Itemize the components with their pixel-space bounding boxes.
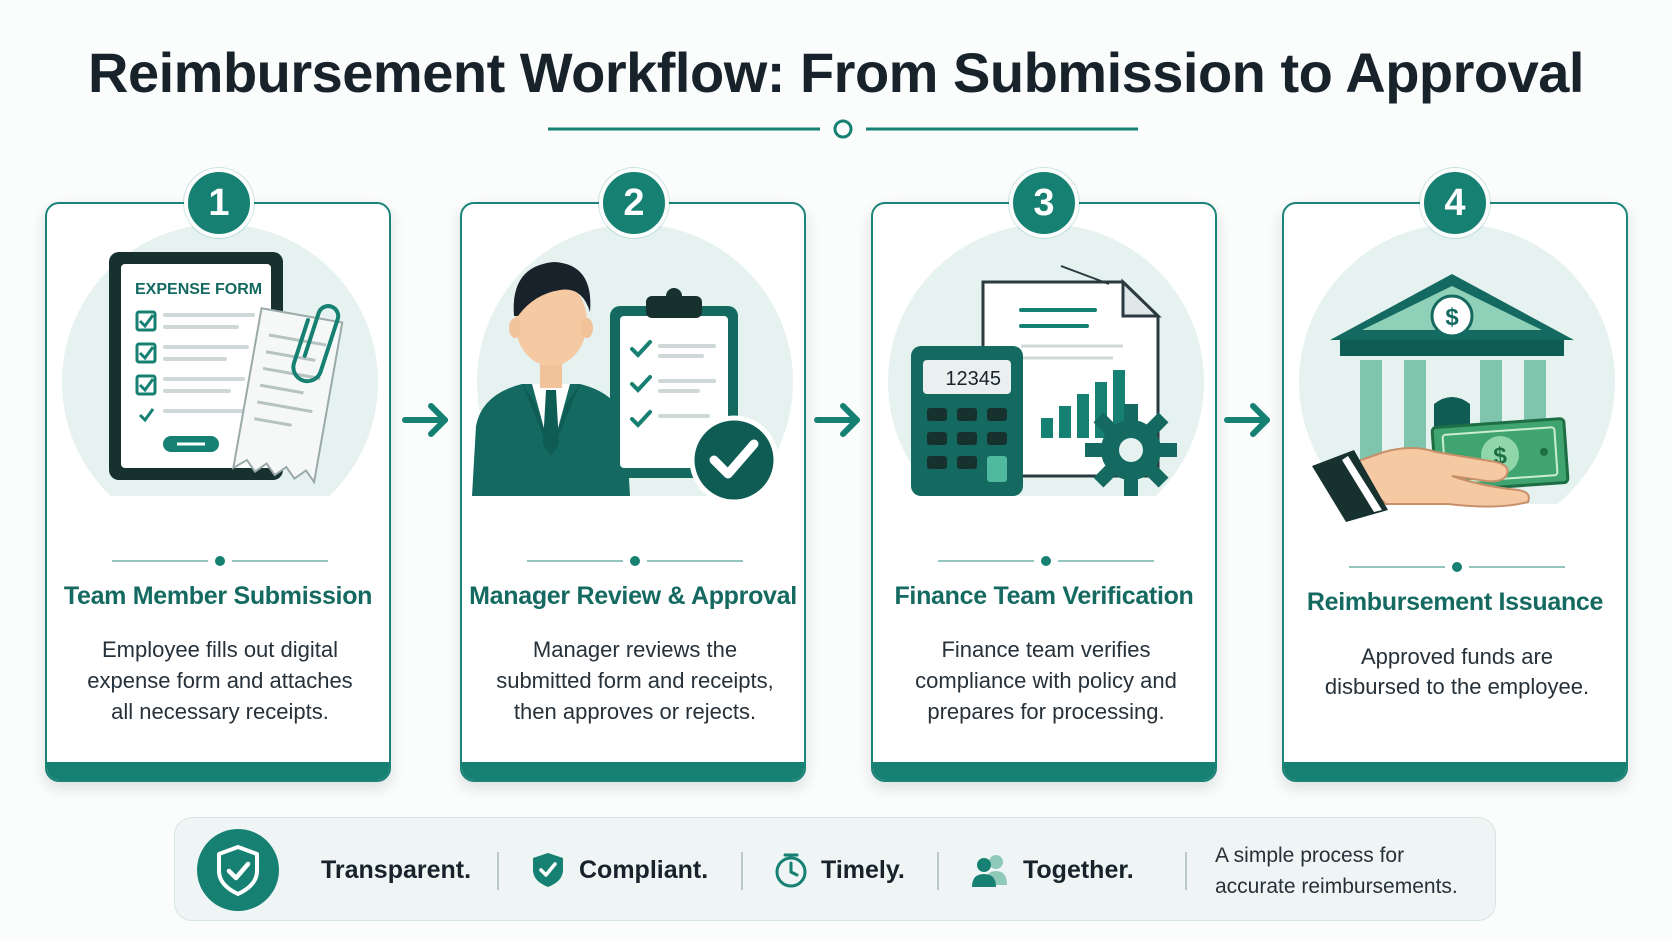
step-title: Manager Review & Approval: [469, 582, 797, 610]
card-base-bar: [462, 762, 804, 780]
dollar-sign: $: [1445, 304, 1459, 331]
footer-value-label: Transparent.: [321, 855, 472, 884]
gear-icon: [1085, 404, 1177, 496]
approved-check-icon: [689, 415, 779, 505]
step-number-badge: 3: [1009, 168, 1079, 238]
values-footer: Transparent. Compliant. Timely.: [174, 817, 1496, 921]
step-card-submission: EXPENSE FORM: [45, 202, 391, 782]
step-title: Team Member Submission: [63, 582, 373, 610]
footer-item-compliant: Compliant.: [531, 818, 708, 922]
card-base-bar: [1284, 762, 1626, 780]
shield-check-icon: [197, 829, 279, 911]
shield-icon: [533, 853, 563, 887]
manager-approval-illustration: [468, 224, 802, 544]
checkbox-icon: [135, 310, 157, 423]
footer-separator: [937, 852, 939, 890]
step-title: Finance Team Verification: [894, 582, 1194, 610]
step-number-badge: 1: [184, 168, 254, 238]
card-divider: [1349, 562, 1565, 572]
step-card-finance-verification: 12345 Finance Team Verification Fi: [871, 202, 1217, 782]
footer-tagline: A simple process for accurate reimbursem…: [1215, 844, 1458, 898]
footer-item-timely: Timely.: [773, 818, 905, 922]
step-card-manager-review: Manager Review & Approval Manager review…: [460, 202, 806, 782]
footer-separator: [497, 852, 499, 890]
step-description: Finance team verifies compliance with po…: [915, 637, 1177, 724]
finance-verification-illustration: 12345: [879, 224, 1213, 544]
step-description: Manager reviews the submitted form and r…: [496, 637, 774, 724]
step-description: Employee fills out digital expense form …: [87, 637, 353, 724]
hand-icon: [1312, 447, 1530, 522]
step-description: Approved funds are disbursed to the empl…: [1324, 644, 1590, 699]
card-divider: [938, 556, 1154, 566]
step-title: Reimbursement Issuance: [1306, 588, 1604, 616]
calculator-icon: 12345: [911, 346, 1023, 496]
title-divider: [548, 119, 1138, 139]
card-base-bar: [47, 762, 389, 780]
arrow-right-icon: [1224, 403, 1270, 437]
footer-separator: [741, 852, 743, 890]
footer-value-label: Compliant.: [579, 855, 709, 884]
footer-item-together: Together.: [971, 818, 1134, 922]
step-number-badge: 2: [599, 168, 669, 238]
receipt-icon: [232, 307, 344, 485]
card-base-bar: [873, 762, 1215, 780]
clock-icon: [775, 853, 807, 888]
team-icon: [972, 855, 1007, 887]
arrow-right-icon: [814, 403, 860, 437]
paperclip-icon: [291, 304, 341, 384]
expense-form-illustration: EXPENSE FORM: [53, 224, 387, 544]
reimbursement-issuance-illustration: $ $: [1290, 224, 1624, 544]
footer-value-label: Timely.: [821, 855, 905, 884]
step-card-reimbursement-issuance: $ $: [1282, 202, 1628, 782]
arrow-right-icon: [402, 403, 448, 437]
card-divider: [112, 556, 328, 566]
footer-value-label: Together.: [1023, 855, 1134, 884]
card-divider: [527, 556, 743, 566]
page-title: Reimbursement Workflow: From Submission …: [88, 41, 1585, 104]
footer-separator: [1185, 852, 1187, 890]
manager-avatar-icon: [472, 262, 630, 496]
expense-form-label: EXPENSE FORM: [135, 281, 262, 298]
step-number-badge: 4: [1420, 168, 1490, 238]
footer-item-transparent: Transparent.: [197, 818, 471, 922]
calculator-display: 12345: [945, 368, 1001, 390]
